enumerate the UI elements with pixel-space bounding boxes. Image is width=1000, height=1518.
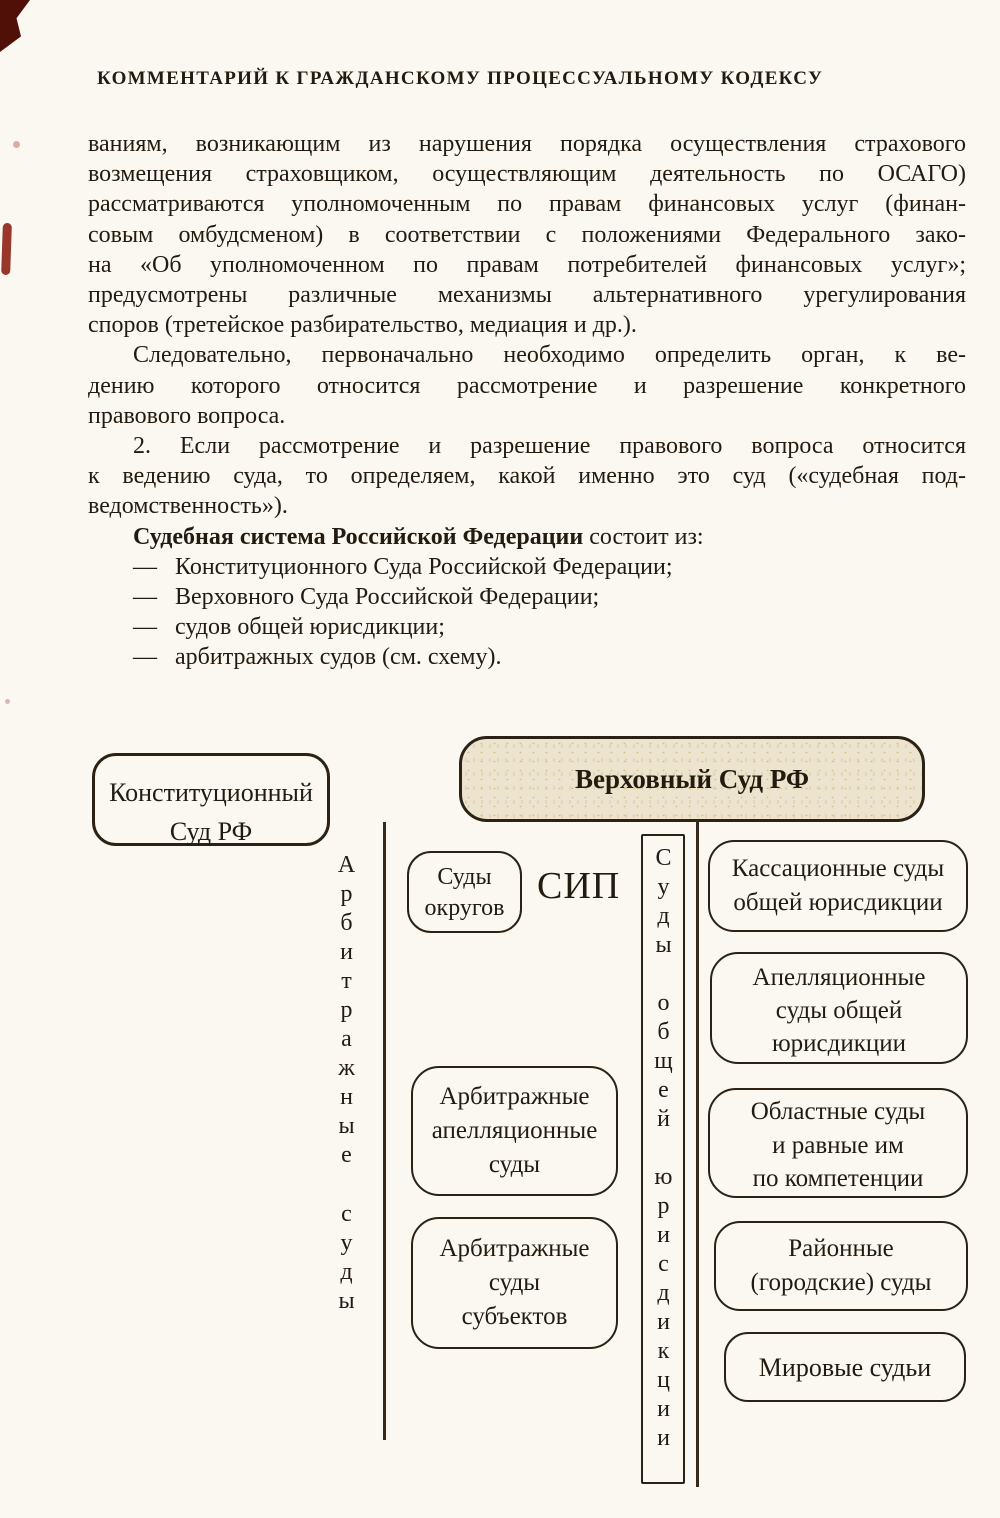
scan-artifact-speck — [5, 699, 10, 704]
box-label-line: Кассационные суды — [731, 855, 945, 882]
paragraph: 2. Если рассмотрение и разрешение правов… — [88, 431, 966, 522]
box-label-line: суды — [488, 1269, 541, 1296]
box-label-line: округов — [424, 895, 505, 921]
lead-sentence-rest: состоит из: — [583, 523, 704, 550]
rule-arbitration-left — [383, 822, 386, 1440]
box-label-line: Верховный Суд РФ — [574, 764, 810, 794]
box-label-line: Арбитражные — [439, 1083, 590, 1110]
box-label-line: суды общей — [775, 997, 903, 1024]
box-label-line: Апелляционные — [752, 964, 926, 991]
list-item: — Конституционного Суда Российской Федера… — [88, 552, 966, 582]
box-constitutional-court: Конституционный Суд РФ — [92, 753, 330, 846]
paragraph-line: дению которого относится рассмотрение и … — [88, 372, 966, 399]
box-okrug-courts: Суды округов — [407, 851, 522, 933]
vertical-word: Суды — [650, 845, 677, 961]
box-district-city-courts: Районные (городские) суды — [714, 1221, 968, 1311]
box-general-jurisdiction-vertical: Суды общей юрисдикции — [641, 834, 685, 1484]
body-text: ваниям, возникающим из нарушения порядка… — [88, 129, 966, 673]
list-item: — арбитражных судов (см. схему). — [88, 642, 966, 672]
list-dash: — — [133, 614, 157, 641]
running-head: КОММЕНТАРИЙ К ГРАЖДАНСКОМУ ПРОЦЕССУАЛЬНО… — [97, 68, 824, 89]
paragraph-line: Следовательно, первоначально необходимо … — [133, 342, 966, 369]
paragraph-line: возмещения страховщиком, осуществляющим … — [88, 161, 966, 188]
lead-sentence-bold: Судебная система Российской Федерации — [133, 523, 584, 550]
vertical-label-arbitration-courts: Арбитражные суды — [332, 852, 360, 1317]
box-label-line: Суды — [437, 864, 492, 890]
paragraph-line: на «Об уполномоченном по правам потребит… — [88, 251, 966, 278]
list-item-text: Конституционного Суда Российской Федерац… — [175, 553, 673, 580]
box-label-line: (городские) суды — [750, 1268, 932, 1296]
box-label-line: суды — [488, 1151, 541, 1178]
paragraph: Следовательно, первоначально необходимо … — [88, 340, 966, 431]
box-label-line: Областные суды — [750, 1098, 926, 1125]
paragraph-line: споров (третейское разбирательство, меди… — [88, 312, 637, 339]
list-item-text: судов общей юрисдикции; — [175, 614, 445, 641]
box-label-line: юрисдикции — [771, 1030, 907, 1057]
lead-sentence: Судебная система Российской Федерации со… — [88, 522, 966, 552]
box-label-line: Суд РФ — [169, 817, 253, 846]
box-cassation-courts: Кассационные суды общей юрисдикции — [708, 840, 968, 932]
box-magistrate-judges: Мировые судьи — [724, 1332, 966, 1402]
list-item-text: Верховного Суда Российской Федерации; — [175, 584, 600, 611]
list-item: — Верховного Суда Российской Федерации; — [88, 582, 966, 612]
box-label-line: Арбитражные — [439, 1235, 590, 1262]
box-arbitration-appellate-courts: Арбитражные апелляционные суды — [411, 1066, 618, 1196]
list-dash: — — [133, 553, 157, 580]
vertical-word: суды — [333, 1201, 360, 1317]
paragraph-line: ведомственность»). — [88, 493, 288, 520]
vertical-word: общей — [650, 990, 677, 1135]
paragraph-line: 2. Если рассмотрение и разрешение правов… — [133, 433, 966, 460]
box-appellate-courts: Апелляционные суды общей юрисдикции — [710, 952, 968, 1064]
list-dash: — — [133, 644, 157, 671]
paragraph: ваниям, возникающим из нарушения порядка… — [88, 129, 966, 340]
box-regional-courts: Областные суды и равные им по компетенци… — [708, 1088, 968, 1198]
box-label-line: Мировые судьи — [758, 1353, 932, 1382]
paragraph-line: ваниям, возникающим из нарушения порядка… — [88, 131, 966, 157]
paragraph-line: правового вопроса. — [88, 402, 286, 429]
paragraph-line: совым омбудсменом) в соответствии с поло… — [88, 221, 966, 248]
vertical-word: юрисдикции — [650, 1164, 677, 1454]
box-label-line: Районные — [788, 1235, 894, 1262]
box-supreme-court: Верховный Суд РФ — [459, 736, 925, 822]
box-label-line: по компетенции — [752, 1165, 924, 1192]
box-label-line: и равные им — [772, 1131, 904, 1159]
vertical-word: Арбитражные — [333, 852, 360, 1171]
scan-artifact-speck — [13, 141, 20, 148]
list-item-text: арбитражных судов (см. схему). — [175, 644, 502, 671]
paragraph-line: к ведению суда, то определяем, какой име… — [88, 463, 966, 490]
box-arbitration-subject-courts: Арбитражные суды субъектов — [411, 1217, 618, 1349]
list-item: — судов общей юрисдикции; — [88, 612, 966, 642]
list-dash: — — [133, 584, 157, 611]
sip-label: СИП — [537, 865, 621, 907]
paragraph-line: предусмотрены различные механизмы альтер… — [88, 282, 966, 309]
rule-general-jurisdiction — [696, 820, 699, 1487]
paragraph-line: рассматриваются уполномоченным по правам… — [88, 191, 966, 218]
box-label-line: апелляционные — [431, 1117, 598, 1144]
box-label-line: общей юрисдикции — [733, 888, 943, 916]
box-label-line: Конституционный — [109, 778, 313, 807]
box-label-line: субъектов — [461, 1303, 568, 1330]
